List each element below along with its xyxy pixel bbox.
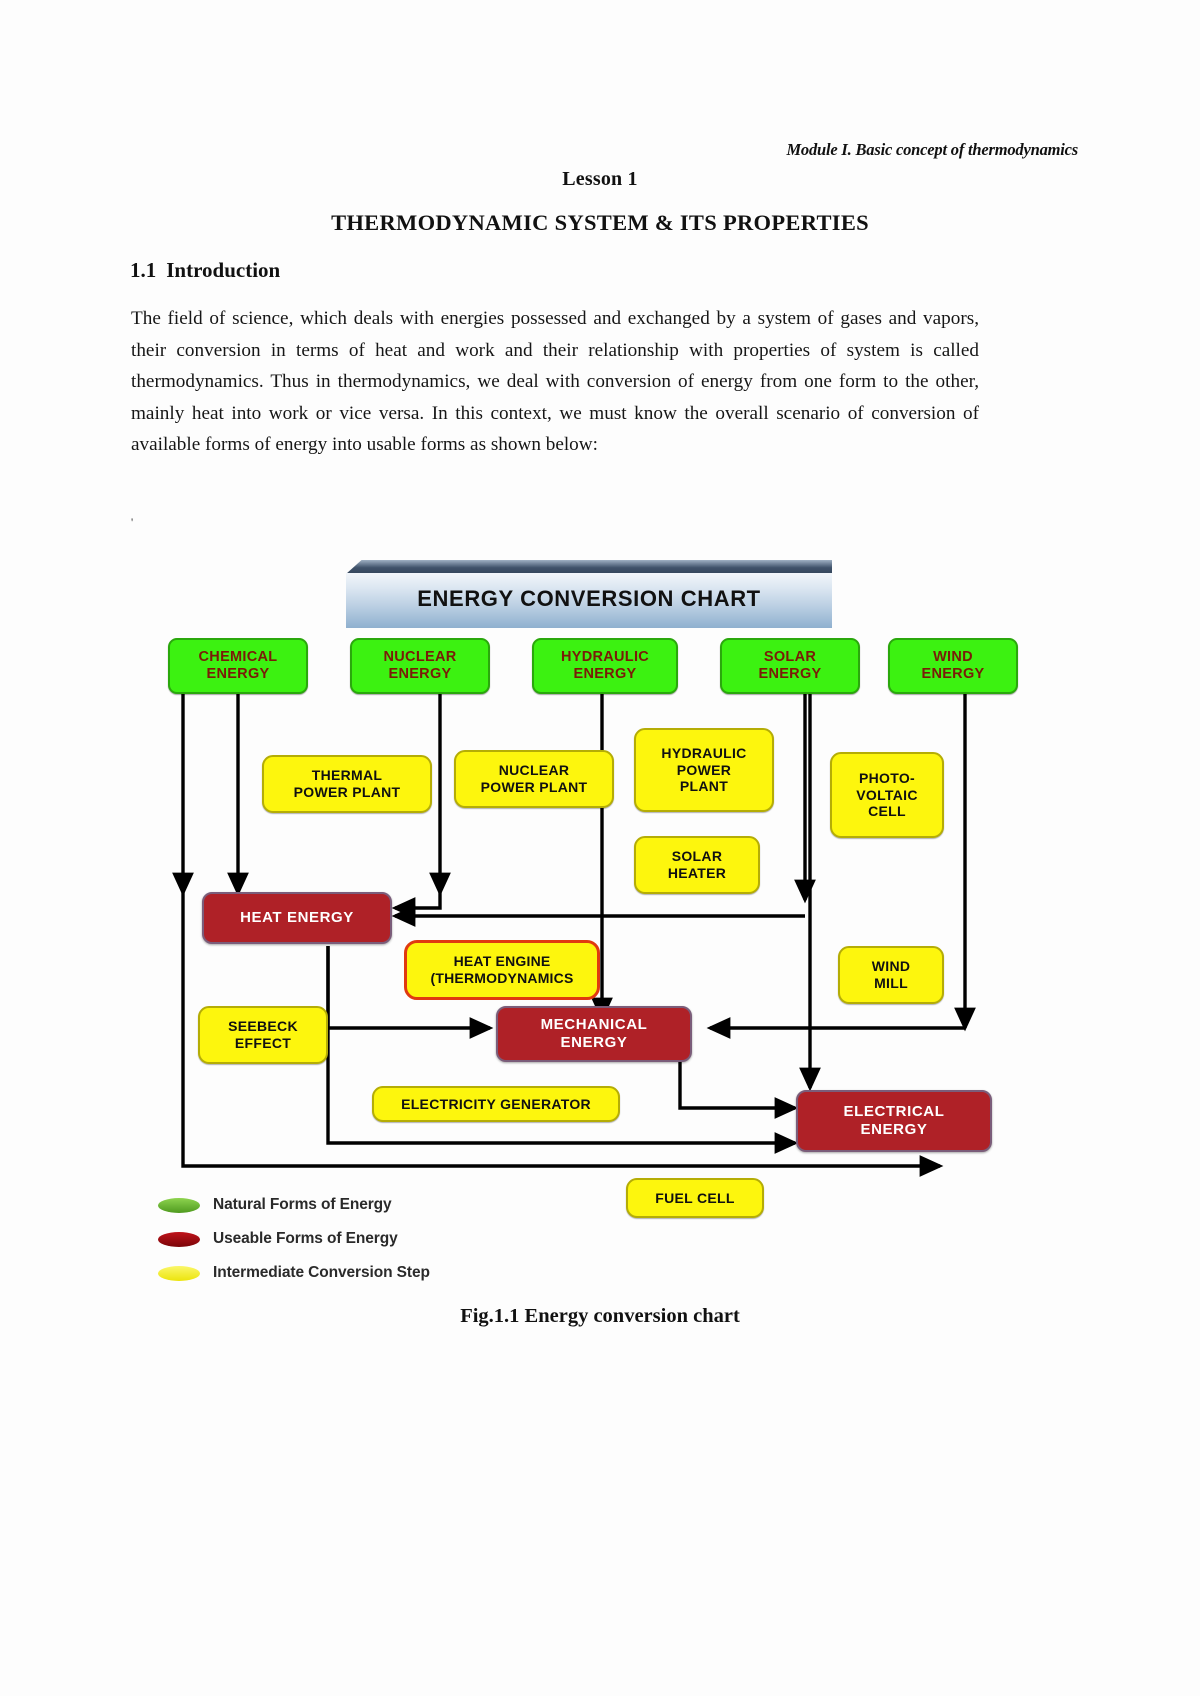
lesson-label: Lesson 1 [562, 168, 638, 190]
legend-label-natural: Natural Forms of Energy [213, 1196, 392, 1213]
chart-banner: ENERGY CONVERSION CHART [346, 560, 832, 628]
node-heat-engine[interactable]: HEAT ENGINE (THERMODYNAMICS [404, 940, 600, 1000]
node-line-2: ENERGY [573, 666, 637, 682]
running-head: Module I. Basic concept of thermodynamic… [786, 140, 1078, 159]
section-number: 1.1 [130, 258, 157, 282]
node-line-1: SEEBECK [228, 1018, 298, 1035]
stray-mark: ' [131, 515, 134, 529]
node-line-2: MILL [874, 975, 908, 991]
node-line-2: EFFECT [234, 1035, 292, 1051]
energy-conversion-chart: ENERGY CONVERSION CHART [150, 548, 1030, 1298]
legend-label-useable: Useable Forms of Energy [213, 1230, 398, 1247]
legend-item-natural: Natural Forms of Energy [158, 1188, 488, 1222]
node-line-1: THERMAL [311, 767, 383, 784]
node-line-2: VOLTAIC [856, 786, 918, 803]
node-line-3: CELL [868, 803, 906, 820]
node-line-1: MECHANICAL [540, 1016, 648, 1034]
legend-swatch-natural [158, 1197, 200, 1213]
node-line-1: HEAT ENERGY [240, 909, 354, 927]
node-line-1: SOLAR [763, 648, 817, 665]
node-electricity-generator[interactable]: ELECTRICITY GENERATOR [372, 1086, 620, 1122]
node-line-2: ENERGY [388, 666, 452, 682]
page-title: THERMODYNAMIC SYSTEM & ITS PROPERTIES [331, 210, 869, 235]
legend-swatch-intermediate [158, 1265, 200, 1281]
node-chemical-energy[interactable]: CHEMICAL ENERGY [168, 638, 308, 694]
node-photovoltaic-cell[interactable]: PHOTO- VOLTAIC CELL [830, 752, 944, 838]
node-hydraulic-energy[interactable]: HYDRAULIC ENERGY [532, 638, 678, 694]
node-line-2: POWER PLANT [480, 779, 588, 795]
node-line-1: NUCLEAR [498, 762, 570, 779]
node-line-2: HEATER [667, 865, 727, 881]
node-solar-energy[interactable]: SOLAR ENERGY [720, 638, 860, 694]
node-solar-heater[interactable]: SOLAR HEATER [634, 836, 760, 894]
node-thermal-power-plant[interactable]: THERMAL POWER PLANT [262, 755, 432, 813]
node-line-2: POWER [676, 761, 732, 778]
node-line-1: NUCLEAR [383, 648, 457, 665]
chart-legend: Natural Forms of Energy Useable Forms of… [158, 1188, 488, 1290]
node-nuclear-energy[interactable]: NUCLEAR ENERGY [350, 638, 490, 694]
node-line-1: HEAT ENGINE [453, 953, 551, 970]
node-line-1: CHEMICAL [198, 648, 278, 665]
node-hydraulic-power-plant[interactable]: HYDRAULIC POWER PLANT [634, 728, 774, 812]
node-line-1: PHOTO- [859, 770, 915, 787]
legend-swatch-useable [158, 1231, 200, 1247]
node-line-1: FUEL CELL [655, 1189, 735, 1206]
node-fuel-cell[interactable]: FUEL CELL [626, 1178, 764, 1218]
node-line-2: POWER PLANT [293, 784, 401, 800]
legend-item-intermediate: Intermediate Conversion Step [158, 1256, 488, 1290]
node-line-1: HYDRAULIC [661, 745, 747, 762]
banner-body [346, 573, 832, 628]
node-line-2: (THERMODYNAMICS [430, 970, 574, 986]
node-nuclear-power-plant[interactable]: NUCLEAR POWER PLANT [454, 750, 614, 808]
node-line-1: SOLAR [671, 848, 723, 865]
node-line-3: PLANT [679, 778, 729, 795]
node-electrical-energy[interactable]: ELECTRICAL ENERGY [796, 1090, 992, 1152]
node-line-1: ELECTRICITY GENERATOR [401, 1095, 591, 1112]
node-line-1: WIND [871, 958, 911, 975]
node-line-2: ENERGY [860, 1121, 928, 1138]
banner-top-bevel [346, 560, 832, 574]
node-mechanical-energy[interactable]: MECHANICAL ENERGY [496, 1006, 692, 1062]
node-line-2: ENERGY [921, 666, 985, 682]
banner-title: ENERGY CONVERSION CHART [417, 586, 761, 611]
introduction-paragraph: The field of science, which deals with e… [131, 308, 979, 455]
node-heat-energy[interactable]: HEAT ENERGY [202, 892, 392, 944]
node-line-2: ENERGY [206, 666, 270, 682]
figure-caption: Fig.1.1 Energy conversion chart [460, 1305, 740, 1327]
node-line-2: ENERGY [758, 666, 822, 682]
section-heading: 1.1 Introduction [130, 258, 280, 283]
node-line-2: ENERGY [560, 1034, 628, 1051]
node-seebeck-effect[interactable]: SEEBECK EFFECT [198, 1006, 328, 1064]
node-wind-energy[interactable]: WIND ENERGY [888, 638, 1018, 694]
node-line-1: WIND [933, 648, 973, 665]
section-title: Introduction [166, 258, 281, 282]
legend-item-useable: Useable Forms of Energy [158, 1222, 488, 1256]
node-line-1: HYDRAULIC [560, 648, 650, 665]
legend-label-intermediate: Intermediate Conversion Step [213, 1264, 430, 1281]
node-line-1: ELECTRICAL [843, 1103, 945, 1121]
node-wind-mill[interactable]: WIND MILL [838, 946, 944, 1004]
